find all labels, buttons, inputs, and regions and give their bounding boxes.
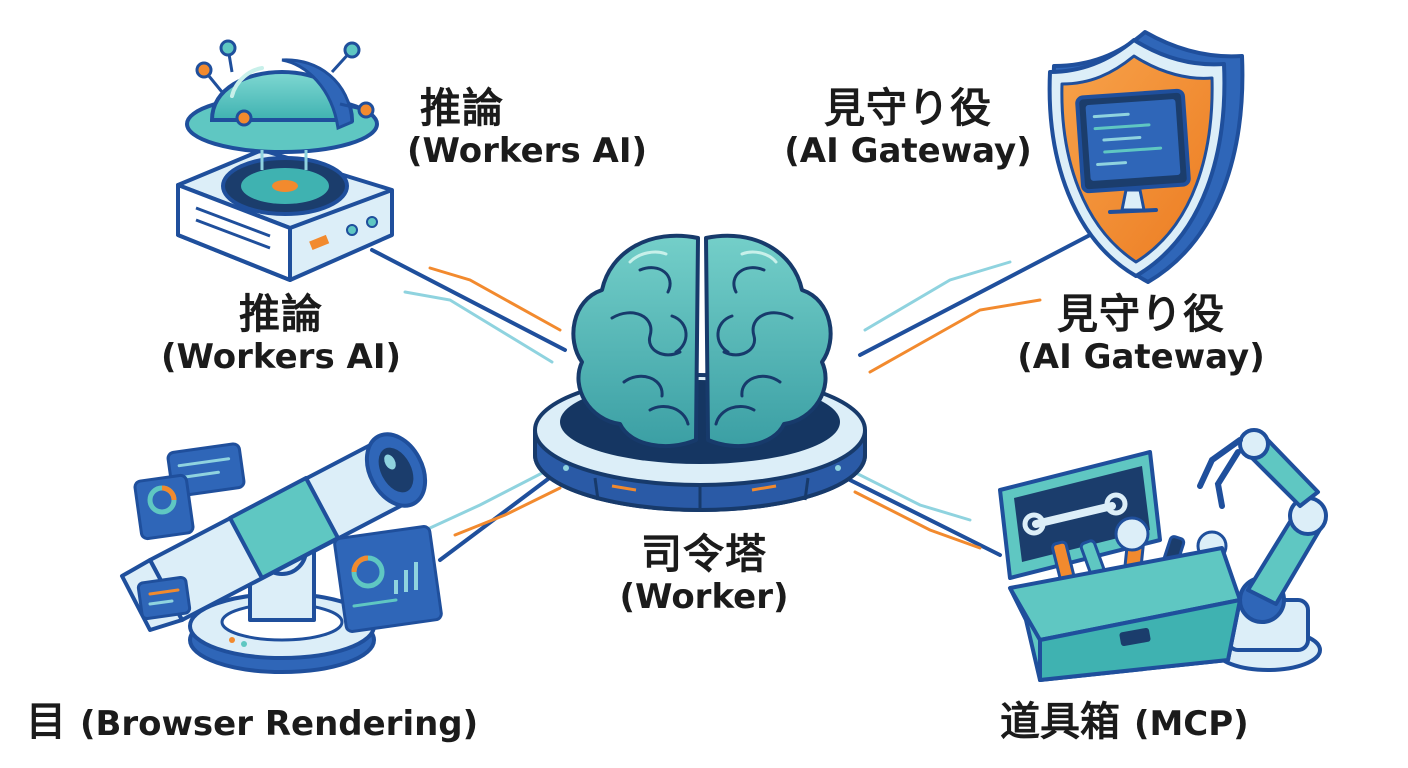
label-center: 司令塔 (Worker) [586, 530, 822, 617]
label-inference-bottom-jp: 推論 [239, 290, 323, 338]
label-eye: 目 (Browser Rendering) [26, 700, 546, 745]
label-guard-bottom: 見守り役 (AI Gateway) [1000, 290, 1282, 377]
label-center-en: (Worker) [619, 576, 789, 617]
label-guard-bottom-en: (AI Gateway) [1017, 336, 1265, 377]
label-toolbox-jp: 道具箱 [1000, 699, 1134, 745]
label-guard-bottom-jp: 見守り役 [1057, 290, 1225, 338]
label-eye-jp: 目 [26, 699, 80, 745]
label-inference-top-en: (Workers AI) [406, 130, 648, 171]
toolbox-robot-arm-icon [998, 428, 1328, 682]
label-eye-en: (Browser Rendering) [79, 704, 479, 744]
label-toolbox: 道具箱 (MCP) [1000, 700, 1300, 745]
label-center-jp: 司令塔 [641, 530, 767, 578]
connector-lines [370, 233, 1092, 562]
label-inference-top-jp: 推論 [420, 84, 504, 132]
label-guard-top-jp: 見守り役 [824, 84, 992, 132]
brain-icon [533, 233, 867, 512]
label-inference-bottom-en: (Workers AI) [160, 336, 402, 377]
label-inference-bottom: 推論 (Workers AI) [146, 290, 416, 377]
telescope-icon [120, 432, 443, 674]
label-guard-top: 見守り役 (AI Gateway) [770, 84, 1046, 171]
ai-server-icon [176, 39, 394, 282]
label-inference-top: 推論 (Workers AI) [396, 84, 658, 171]
label-guard-top-en: (AI Gateway) [784, 130, 1032, 171]
shield-monitor-icon [1047, 30, 1245, 284]
label-toolbox-en: (MCP) [1133, 704, 1249, 744]
